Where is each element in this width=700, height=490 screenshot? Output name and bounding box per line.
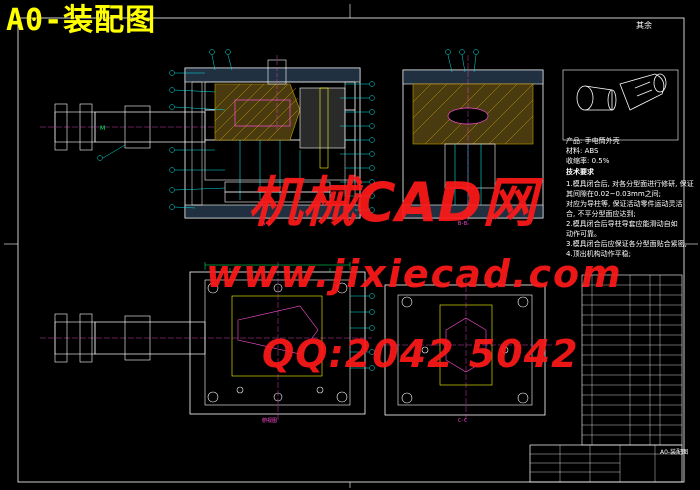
front-section-caption: A-A (262, 221, 272, 227)
tech-line: 4.顶出机构动作平稳; (566, 250, 632, 258)
material-line: 材料: ABS (566, 147, 599, 155)
watermark-url: www.jixiecad.com (206, 252, 623, 296)
plan-view[interactable] (40, 262, 375, 420)
front-section-view[interactable]: M (40, 49, 375, 219)
part-isometric-sketch (562, 69, 679, 141)
tech-line: 合, 不平分型面应达到; (566, 210, 636, 218)
side-section-view[interactable] (402, 49, 544, 226)
tech-line: 对应为导柱等, 保证活动零件运动灵活 (566, 200, 683, 208)
tech-line: 动作可靠。 (566, 230, 601, 238)
tech-line: 2.模具闭合后导柱导套应能滑动自如 (566, 220, 678, 228)
drawing-frame (17, 17, 685, 483)
watermark-qq: QQ:2042 5042 (262, 332, 579, 376)
tech-line: 3.模具闭合后应保证各分型面贴合紧密, (566, 240, 687, 248)
right-view-caption: C-C (458, 418, 468, 424)
watermark-site-name: 机械CAD网 (248, 171, 537, 234)
right-plan-view[interactable] (378, 278, 552, 422)
side-section-caption: B-B (458, 221, 468, 227)
tech-line: 其间隙在0.02~0.03mm之间; (566, 190, 662, 198)
drawing-title: A0-装配图 (6, 3, 157, 38)
parts-list-table[interactable] (581, 274, 683, 446)
tech-heading: 技术要求 (566, 168, 594, 176)
plan-view-caption: 俯视图 (262, 418, 278, 424)
roughness-note: 其余 (636, 21, 652, 30)
title-block[interactable] (529, 444, 683, 483)
title-block-name: A0-装配图 (660, 449, 689, 456)
svg-text:M: M (100, 125, 105, 132)
product-line: 产品: 手电筒外壳 (566, 137, 620, 145)
shrink-line: 收缩率: 0.5% (566, 157, 610, 165)
tech-line: 1.模具闭合后, 对各分型面进行修研, 保证 (566, 180, 694, 188)
